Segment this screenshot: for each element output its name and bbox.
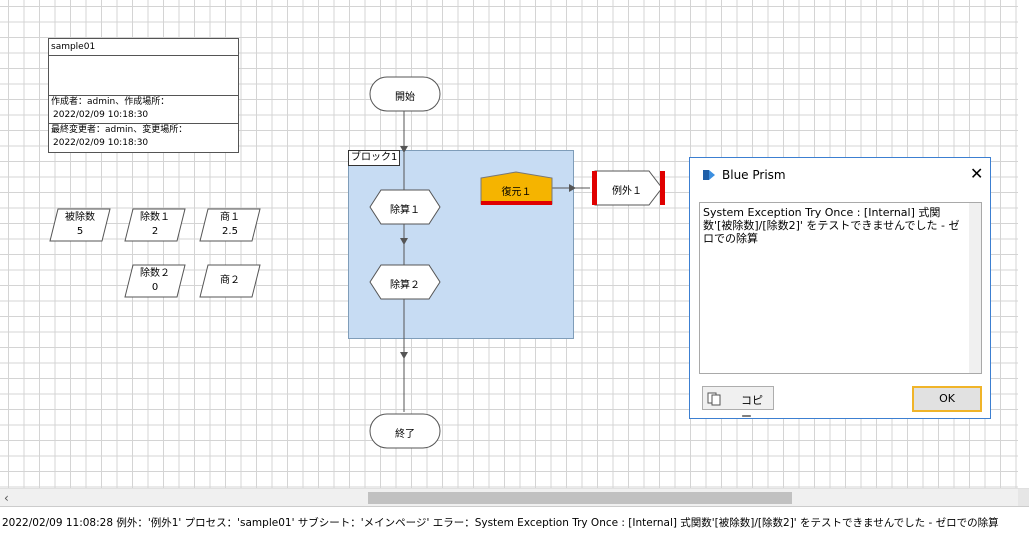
start-label: 開始: [395, 92, 415, 103]
calc1-stage[interactable]: [369, 189, 441, 225]
message-scrollbar[interactable]: [969, 203, 981, 373]
calc2-label: 除算２: [390, 280, 420, 291]
copy-icon: [707, 392, 721, 406]
ok-button[interactable]: OK: [912, 386, 982, 412]
recover-label: 復元１: [501, 187, 532, 198]
end-label: 終了: [395, 429, 415, 440]
blue-prism-logo-icon: [703, 170, 715, 180]
calc2-stage[interactable]: [369, 264, 441, 300]
data-item-name: 商２: [220, 275, 240, 286]
data-item-quotient2[interactable]: 商２: [199, 264, 261, 298]
recover-stage[interactable]: [480, 171, 553, 207]
modified-time: 2022/02/09 10:18:30: [53, 138, 149, 148]
horizontal-scrollbar[interactable]: ‹: [0, 488, 1029, 507]
info-divider: [49, 55, 238, 56]
arrow-right-icon: [569, 184, 576, 192]
status-bar: 2022/02/09 11:08:28 例外：'例外1' プロセス：'sampl…: [0, 506, 1029, 540]
block-label: ブロック1: [348, 150, 401, 166]
copy-button-label: コピー: [741, 394, 763, 423]
data-item-name: 除数２: [140, 268, 170, 279]
status-text: 2022/02/09 11:08:28 例外：'例外1' プロセス：'sampl…: [2, 517, 999, 529]
error-message: System Exception Try Once : [Internal] 式…: [703, 206, 960, 245]
data-item-quotient1[interactable]: 商１ 2.5: [199, 208, 261, 242]
data-item-value: 2: [151, 226, 159, 237]
end-stage[interactable]: [369, 413, 441, 449]
process-name: sample01: [51, 42, 96, 52]
arrow-down-icon: [400, 352, 408, 359]
flow-connectors: [400, 111, 590, 412]
calc1-label: 除算１: [390, 205, 420, 216]
created-by: 作成者：admin、作成場所：: [51, 97, 170, 107]
start-stage[interactable]: [369, 76, 441, 112]
process-info-box[interactable]: sample01 作成者：admin、作成場所： 2022/02/09 10:1…: [48, 38, 239, 153]
error-message-box[interactable]: System Exception Try Once : [Internal] 式…: [699, 202, 982, 374]
scrollbar-corner: [1018, 489, 1029, 507]
data-item-dividend[interactable]: 被除数 5: [49, 208, 111, 242]
data-item-divisor2[interactable]: 除数２ 0: [124, 264, 186, 298]
exception-label: 例外１: [612, 186, 642, 197]
data-item-name: 除数１: [140, 212, 170, 223]
data-item-divisor1[interactable]: 除数１ 2: [124, 208, 186, 242]
data-item-value: 0: [151, 282, 159, 293]
info-divider: [49, 123, 238, 124]
modified-by: 最終変更者：admin、変更場所：: [51, 125, 188, 135]
created-time: 2022/02/09 10:18:30: [53, 110, 149, 120]
scrollbar-thumb[interactable]: [368, 492, 792, 504]
info-divider: [49, 95, 238, 96]
exception-stage[interactable]: [592, 170, 666, 206]
scroll-left-icon[interactable]: ‹: [4, 491, 9, 505]
close-button[interactable]: ✕: [970, 164, 984, 183]
blue-prism-dialog[interactable]: Blue Prism ✕ System Exception Try Once :…: [689, 157, 991, 423]
data-item-value: 5: [76, 226, 84, 237]
copy-button[interactable]: コピー: [702, 386, 774, 423]
arrow-down-icon: [400, 238, 408, 245]
canvas-edge: [1018, 0, 1029, 488]
data-item-name: 商１: [220, 212, 240, 223]
dialog-title: Blue Prism: [722, 168, 786, 182]
data-item-value: 2.5: [222, 226, 238, 237]
data-item-name: 被除数: [65, 212, 95, 223]
arrow-down-icon: [400, 146, 408, 153]
